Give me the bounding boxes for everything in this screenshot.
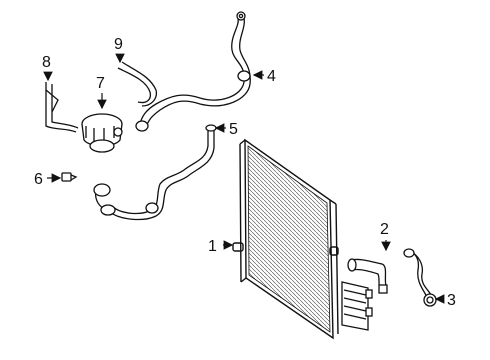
callout-2: 2 <box>380 221 389 238</box>
callout-leaders <box>43 53 445 304</box>
callout-7: 7 <box>96 75 105 92</box>
callout-3: 3 <box>447 292 456 309</box>
oil-cooler <box>341 281 373 331</box>
hose-3 <box>403 248 437 307</box>
callout-4: 4 <box>267 68 276 85</box>
callout-6: 6 <box>34 171 43 188</box>
callout-9: 9 <box>114 36 123 53</box>
condenser <box>232 138 339 340</box>
hose-5 <box>93 124 217 221</box>
water-pump <box>81 113 123 153</box>
callout-8: 8 <box>42 54 51 71</box>
callout-1: 1 <box>208 238 217 255</box>
pipe-4 <box>135 11 251 132</box>
bracket-8 <box>45 82 79 133</box>
callout-5: 5 <box>229 121 238 138</box>
fitting-6 <box>61 172 78 182</box>
hose-2 <box>347 258 388 294</box>
clamp-9 <box>117 61 158 107</box>
